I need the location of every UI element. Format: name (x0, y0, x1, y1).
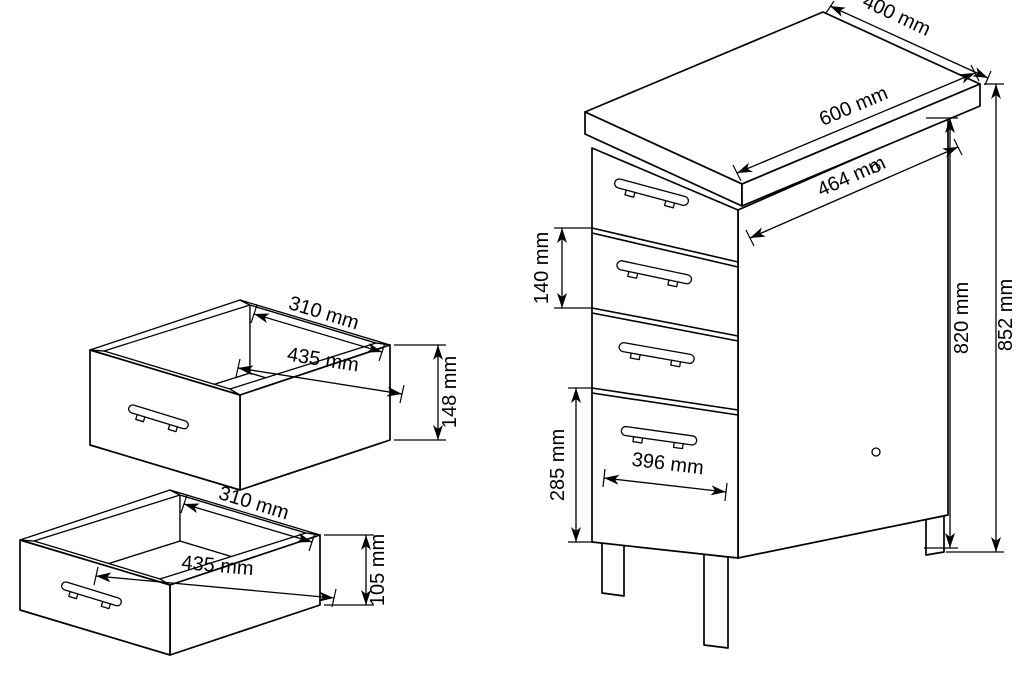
cabinet (584, 11, 981, 649)
dim-upper-drawer-inner-width (250, 304, 386, 362)
dim-total-height (946, 83, 1004, 553)
dimension-lines (93, 0, 1004, 608)
cabinet-drawer-handle-1 (614, 178, 690, 209)
dim-label-small-drawer-front: 140 mm (531, 232, 553, 304)
dim-drawer-front-width (602, 468, 728, 502)
cabinet-front (591, 147, 739, 559)
upper-drawer-handle (128, 404, 189, 433)
dim-small-drawer-front (554, 227, 592, 309)
dim-upper-drawer-height (394, 344, 446, 441)
dim-upper-drawer-outer-width (235, 358, 405, 404)
dim-cabinet-width (825, 0, 992, 86)
dim-label-total-height: 852 mm (995, 279, 1017, 351)
cabinet-drawer-handle-2 (616, 260, 693, 288)
dim-body-height (924, 117, 958, 549)
dim-label-large-drawer-front: 285 mm (547, 429, 569, 501)
dim-label-body-height: 820 mm (951, 282, 973, 354)
dim-large-drawer-front (568, 387, 592, 543)
dim-lower-drawer-inner-width (180, 494, 316, 552)
dim-lower-drawer-height (324, 534, 374, 606)
cabinet-drawer-handle-4 (620, 425, 698, 450)
dim-body-depth (745, 138, 963, 247)
dim-lower-drawer-outer-width (93, 566, 337, 608)
dim-label-lower-height: 105 mm (367, 534, 389, 606)
cabinet-drawer-handle-3 (618, 342, 695, 368)
dim-label-upper-height: 148 mm (439, 356, 461, 428)
cabinet-legs (601, 515, 945, 649)
